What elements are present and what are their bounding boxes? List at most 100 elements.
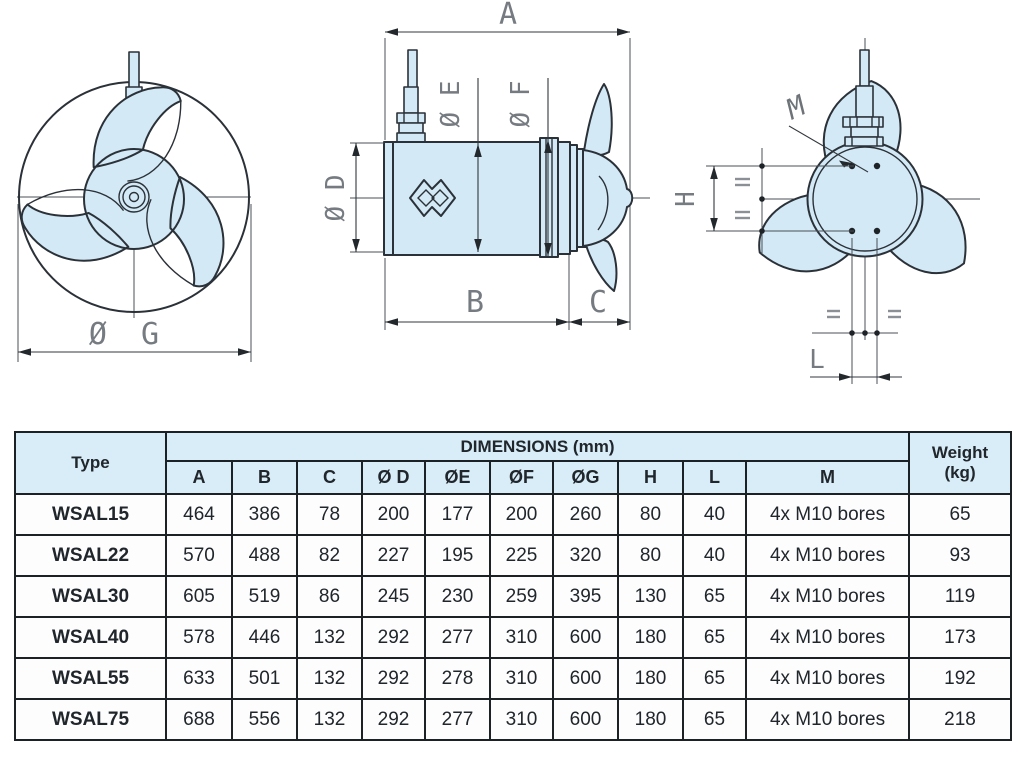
cell: 195 <box>424 534 491 577</box>
table-row: WSAL75 688 556 132 292 277 310 600 180 6… <box>14 698 1013 741</box>
cell: 132 <box>296 616 363 659</box>
rear-housing-inner <box>812 146 918 252</box>
og-label: Ø G <box>89 317 167 352</box>
cell: 80 <box>617 534 684 577</box>
cell: 82 <box>296 534 363 577</box>
cell: 386 <box>231 493 298 536</box>
cell: 488 <box>231 534 298 577</box>
col-header-oe: ØE <box>424 460 491 495</box>
blade-top <box>583 83 613 157</box>
dimensions-table: Type DIMENSIONS (mm) Weight (kg) A B C Ø… <box>14 431 1013 741</box>
cell: 4x M10 bores <box>744 534 911 577</box>
cell: 292 <box>361 657 426 700</box>
technical-drawing: Ø G A <box>17 0 980 384</box>
end-cap <box>383 141 394 256</box>
cell: 65 <box>682 657 747 700</box>
cell: 200 <box>489 493 554 536</box>
dim-a: A <box>385 0 630 36</box>
rear-housing <box>806 140 924 258</box>
dim-c: C <box>569 285 630 326</box>
cell: 132 <box>296 698 363 741</box>
weight-label-line1: Weight <box>931 443 989 463</box>
brand-logo <box>409 179 456 217</box>
cell: 119 <box>908 575 1013 618</box>
cell: 65 <box>682 575 747 618</box>
cell-type: WSAL15 <box>14 493 167 536</box>
cell: 80 <box>617 493 684 536</box>
cell-type: WSAL75 <box>14 698 167 741</box>
weight-label-line2: (kg) <box>944 463 976 482</box>
col-header-weight: Weight (kg) <box>908 431 1013 495</box>
rear-gland <box>842 49 884 147</box>
front-view: Ø G <box>17 51 252 362</box>
cell: 600 <box>552 698 619 741</box>
cell: 132 <box>296 657 363 700</box>
hub-ring-inner <box>122 185 146 209</box>
cell: 86 <box>296 575 363 618</box>
cell: 259 <box>489 575 554 618</box>
rear-view: M H <box>671 38 980 384</box>
ring <box>557 141 571 255</box>
cell: 633 <box>165 657 233 700</box>
col-header-b: B <box>231 460 298 495</box>
od-label: Ø D <box>321 175 351 222</box>
cell: 4x M10 bores <box>744 493 911 536</box>
col-header-m: M <box>744 460 911 495</box>
spacer <box>569 144 578 252</box>
dim-l: L <box>809 238 902 384</box>
cell: 65 <box>908 493 1013 536</box>
shaft <box>128 51 140 90</box>
cell: 446 <box>231 616 298 659</box>
cell: 277 <box>424 698 491 741</box>
b-label: B <box>466 285 484 320</box>
cell: 173 <box>908 616 1013 659</box>
cell: 177 <box>424 493 491 536</box>
oe-label: Ø E <box>436 81 466 128</box>
cell: 310 <box>489 657 554 700</box>
cell-type: WSAL55 <box>14 657 167 700</box>
cell: 180 <box>617 698 684 741</box>
col-header-a: A <box>165 460 233 495</box>
cell: 225 <box>489 534 554 577</box>
hub-fill <box>84 149 184 249</box>
col-header-l: L <box>682 460 747 495</box>
cell: 320 <box>552 534 619 577</box>
of-label: Ø F <box>506 81 536 128</box>
cell: 310 <box>489 698 554 741</box>
cell: 605 <box>165 575 233 618</box>
propeller-blades <box>20 86 225 288</box>
cell: 130 <box>617 575 684 618</box>
cell: 501 <box>231 657 298 700</box>
hub-ring-outer <box>118 181 150 213</box>
flange <box>539 137 559 258</box>
cable-gland <box>396 49 426 143</box>
hub-outline <box>83 148 185 250</box>
cell: 200 <box>361 493 426 536</box>
col-header-og: ØG <box>552 460 619 495</box>
cell: 65 <box>682 698 747 741</box>
table-row: WSAL15 464 386 78 200 177 200 260 80 40 … <box>14 493 1013 536</box>
cell: 464 <box>165 493 233 536</box>
cell: 245 <box>361 575 426 618</box>
group-header-dimensions: DIMENSIONS (mm) <box>164 431 911 462</box>
hub-center <box>128 191 140 203</box>
cell-type: WSAL30 <box>14 575 167 618</box>
cell: 180 <box>617 657 684 700</box>
table-row: WSAL40 578 446 132 292 277 310 600 180 6… <box>14 616 1013 659</box>
cell: 218 <box>908 698 1013 741</box>
cell: 600 <box>552 657 619 700</box>
propeller-side <box>582 83 634 292</box>
cell-type: WSAL22 <box>14 534 167 577</box>
cell: 600 <box>552 616 619 659</box>
a-label: A <box>499 0 517 32</box>
cell: 180 <box>617 616 684 659</box>
cell: 570 <box>165 534 233 577</box>
cell: 292 <box>361 616 426 659</box>
dim-og: Ø G <box>17 204 252 362</box>
cell: 278 <box>424 657 491 700</box>
cell: 78 <box>296 493 363 536</box>
cell: 578 <box>165 616 233 659</box>
table-row: WSAL22 570 488 82 227 195 225 320 80 40 … <box>14 534 1013 577</box>
table-row: WSAL55 633 501 132 292 278 310 600 180 6… <box>14 657 1013 700</box>
